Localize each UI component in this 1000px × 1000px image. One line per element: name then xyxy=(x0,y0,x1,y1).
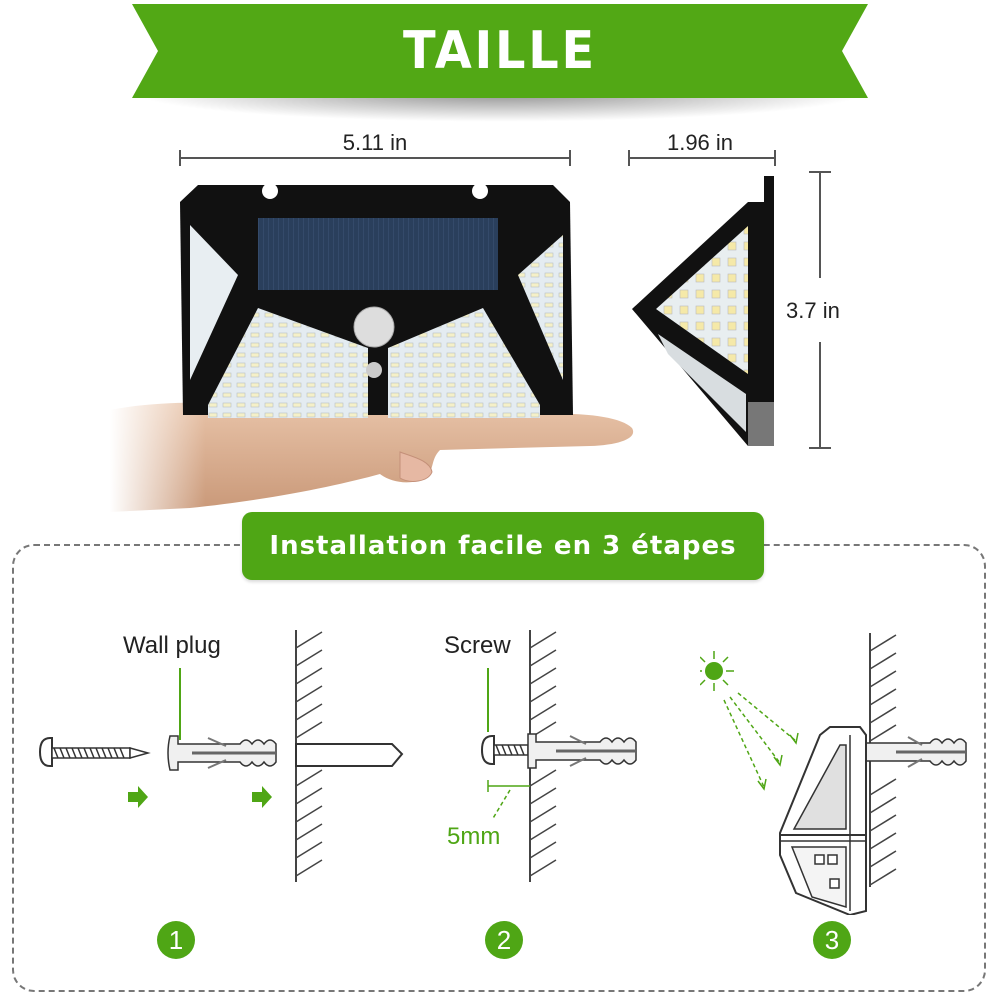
measure-label: 5mm xyxy=(447,823,501,850)
depth-dimension-label: 1.96 in xyxy=(666,130,734,155)
sun-icon xyxy=(700,651,734,691)
arrow-right-icon xyxy=(252,786,272,808)
product-front-view xyxy=(180,183,573,418)
arrow-right-icon xyxy=(128,786,148,808)
screw-icon xyxy=(38,737,151,767)
width-dimension-label: 5.11 in xyxy=(342,130,408,155)
height-dimension-line xyxy=(809,171,831,449)
page-title: TAILLE xyxy=(403,21,597,81)
light-fixture-icon xyxy=(779,726,867,915)
screw-label: Screw xyxy=(444,632,511,659)
product-side-view xyxy=(632,176,774,446)
height-dimension-label: 3.7 in xyxy=(786,298,840,323)
width-dimension-line xyxy=(179,150,571,166)
depth-dimension-line xyxy=(628,150,776,166)
title-banner xyxy=(132,4,868,98)
wall-plug-label: Wall plug xyxy=(123,632,221,659)
wall-plug-icon xyxy=(167,735,277,771)
step-1-diagram xyxy=(38,630,404,882)
step-2-diagram xyxy=(480,630,637,882)
installation-title: Installation facile en 3 étapes xyxy=(242,512,764,580)
step-1-badge: 1 xyxy=(157,921,195,959)
step-3-badge: 3 xyxy=(813,921,851,959)
step-2-badge: 2 xyxy=(485,921,523,959)
step-3-diagram xyxy=(700,633,967,915)
